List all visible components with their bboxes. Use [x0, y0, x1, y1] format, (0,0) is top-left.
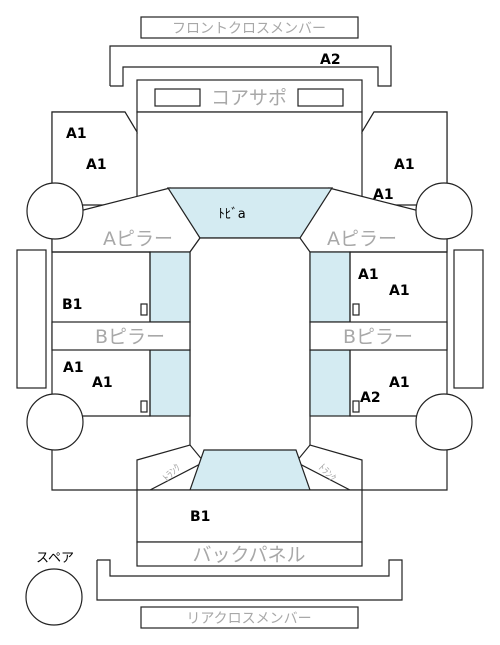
left-rocker-panel[interactable] — [16, 249, 47, 389]
code-rear-right-2: A2 — [360, 390, 381, 406]
core-support-right-slot — [297, 88, 344, 107]
right-rear-door-handle — [352, 400, 360, 413]
back-panel-label: バックパネル — [192, 544, 305, 566]
b-pillar-right-label: Bピラー — [343, 326, 413, 348]
code-mid-right-1: A1 — [358, 267, 379, 283]
right-front-door[interactable] — [349, 251, 447, 322]
front-right-wheel[interactable] — [415, 182, 473, 240]
code-mid-right-2: A1 — [389, 283, 410, 299]
left-side-sill-front[interactable] — [149, 251, 191, 323]
front-left-wheel[interactable] — [26, 182, 84, 240]
code-front-left-2: A1 — [86, 157, 107, 173]
front-cross-member-box[interactable] — [140, 16, 359, 39]
code-front-right-1: A1 — [394, 157, 415, 173]
rear-cross-member-label: リアクロスメンバー — [186, 611, 311, 627]
b-pillar-left[interactable] — [51, 321, 191, 351]
code-rear-right-1: A1 — [389, 375, 410, 391]
left-rear-door[interactable] — [52, 350, 151, 417]
right-front-door-handle — [352, 303, 360, 316]
b-pillar-left-label: Bピラー — [95, 326, 165, 348]
code-front-cross: A2 — [320, 52, 341, 68]
core-support-label: コアサポ — [211, 87, 287, 109]
left-side-sill-rear[interactable] — [149, 349, 191, 417]
left-front-door[interactable] — [52, 251, 151, 322]
right-side-sill-front[interactable] — [309, 251, 351, 323]
a-pillar-right-label: Aピラー — [327, 228, 397, 250]
a-pillar-left-label: Aピラー — [103, 228, 173, 250]
rear-bumper-outline — [96, 559, 403, 601]
code-trunk: B1 — [190, 509, 210, 525]
front-cross-member-label: フロントクロスメンバー — [172, 21, 326, 37]
rear-right-wheel[interactable] — [415, 393, 473, 451]
code-front-left-1: A1 — [66, 126, 87, 142]
code-rear-left-2: A1 — [92, 375, 113, 391]
code-mid-left: B1 — [62, 297, 82, 313]
roof-label: ﾄﾋﾞa — [218, 207, 245, 222]
right-rocker-panel[interactable] — [453, 249, 484, 389]
back-panel-box[interactable] — [136, 541, 363, 567]
right-side-sill-rear[interactable] — [309, 349, 351, 417]
trunk-floor[interactable] — [136, 489, 363, 543]
code-rear-left-1: A1 — [63, 360, 84, 376]
cabin-opening — [189, 237, 311, 463]
trunk-lid[interactable] — [189, 449, 311, 491]
front-bumper-outline — [109, 45, 392, 87]
right-rear-door[interactable] — [349, 350, 447, 417]
spare-tire[interactable] — [25, 568, 83, 626]
core-support-left-slot — [154, 88, 201, 107]
left-front-door-handle — [140, 303, 148, 316]
rear-left-wheel[interactable] — [26, 393, 84, 451]
spare-label: スペア — [36, 551, 74, 566]
b-pillar-right[interactable] — [309, 321, 448, 351]
code-front-right-2: A1 — [373, 187, 394, 203]
left-rear-door-handle — [140, 400, 148, 413]
rear-cross-member-box[interactable] — [140, 606, 359, 629]
